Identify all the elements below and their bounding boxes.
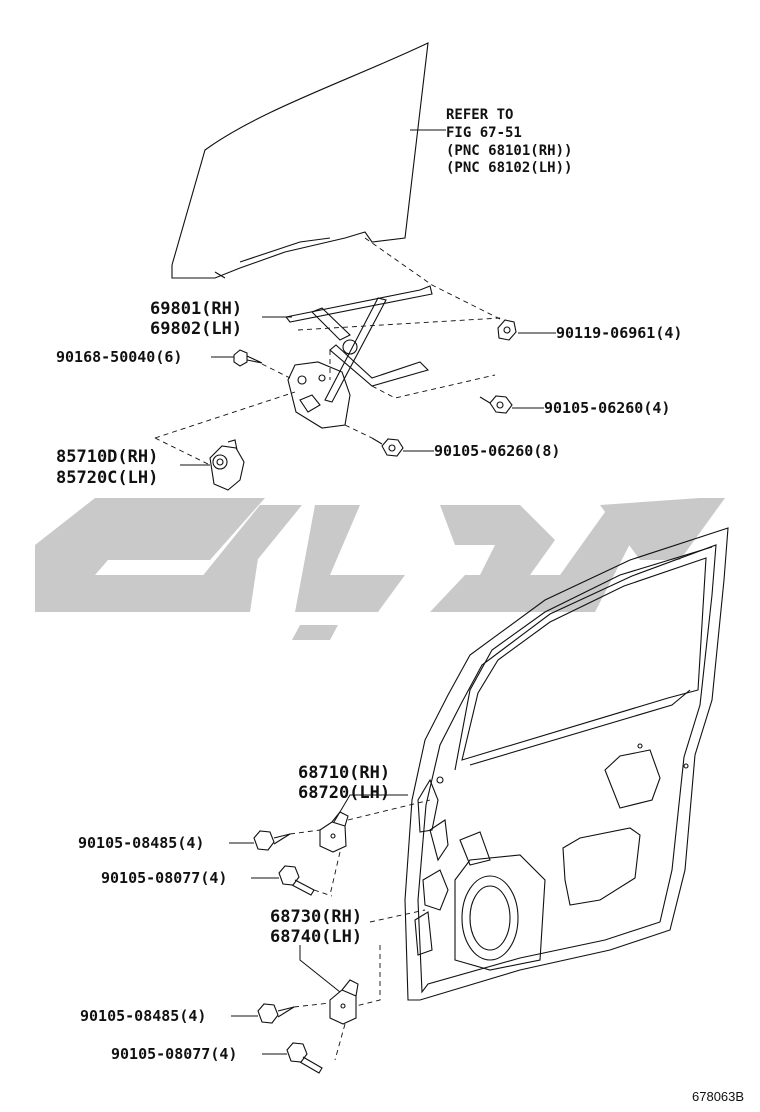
window-regulator (285, 285, 433, 429)
refer-to-label: REFER TO (446, 107, 513, 123)
bolt-08485-lower-icon (257, 1003, 295, 1024)
bolt-90105-06260-8-label[interactable]: 90105-06260(8) (434, 442, 560, 460)
fig-reference-label[interactable]: FIG 67-51 (446, 125, 522, 141)
watermark-logo (35, 498, 725, 640)
bolt-08077-lower-icon (286, 1042, 323, 1074)
door-panel (404, 527, 729, 1001)
bolt-90168-icon (233, 349, 263, 367)
pnc-lh-label: (PNC 68102(LH)) (446, 160, 572, 176)
bolt-08077-lower-label[interactable]: 90105-08077(4) (111, 1045, 237, 1063)
bolt-08485-lower-label[interactable]: 90105-08485(4) (80, 1007, 206, 1025)
upper-hinge-icon (319, 811, 349, 853)
bolt-08485-upper-label[interactable]: 90105-08485(4) (78, 834, 204, 852)
bolt-90105-06260-4-icon (479, 395, 513, 414)
lower-hinge-lh-label[interactable]: 68740(LH) (270, 927, 362, 947)
regulator-lh-label[interactable]: 69802(LH) (150, 319, 242, 339)
bolt-08077-upper-icon (278, 865, 315, 896)
bolt-90168-label[interactable]: 90168-50040(6) (56, 348, 182, 366)
figure-number: 678063B (692, 1089, 744, 1104)
upper-hinge-lh-label[interactable]: 68720(LH) (298, 783, 390, 803)
motor-rh-label[interactable]: 85710D(RH) (56, 447, 158, 467)
bolt-90119-label[interactable]: 90119-06961(4) (556, 324, 682, 342)
regulator-rh-label[interactable]: 69801(RH) (150, 299, 242, 319)
bolt-90105-06260-4-label[interactable]: 90105-06260(4) (544, 399, 670, 417)
lower-hinge-icon (329, 979, 359, 1025)
bolt-90119-icon (497, 319, 517, 341)
bolt-08485-upper-icon (253, 830, 291, 851)
motor-lh-label[interactable]: 85720C(LH) (56, 468, 158, 488)
bolt-90105-06260-8-icon (371, 437, 404, 457)
upper-hinge-rh-label[interactable]: 68710(RH) (298, 763, 390, 783)
door-glass (171, 42, 429, 279)
bolt-08077-upper-label[interactable]: 90105-08077(4) (101, 869, 227, 887)
lower-hinge-rh-label[interactable]: 68730(RH) (270, 907, 362, 927)
window-motor-icon (209, 439, 245, 491)
pnc-rh-label: (PNC 68101(RH)) (446, 143, 572, 159)
